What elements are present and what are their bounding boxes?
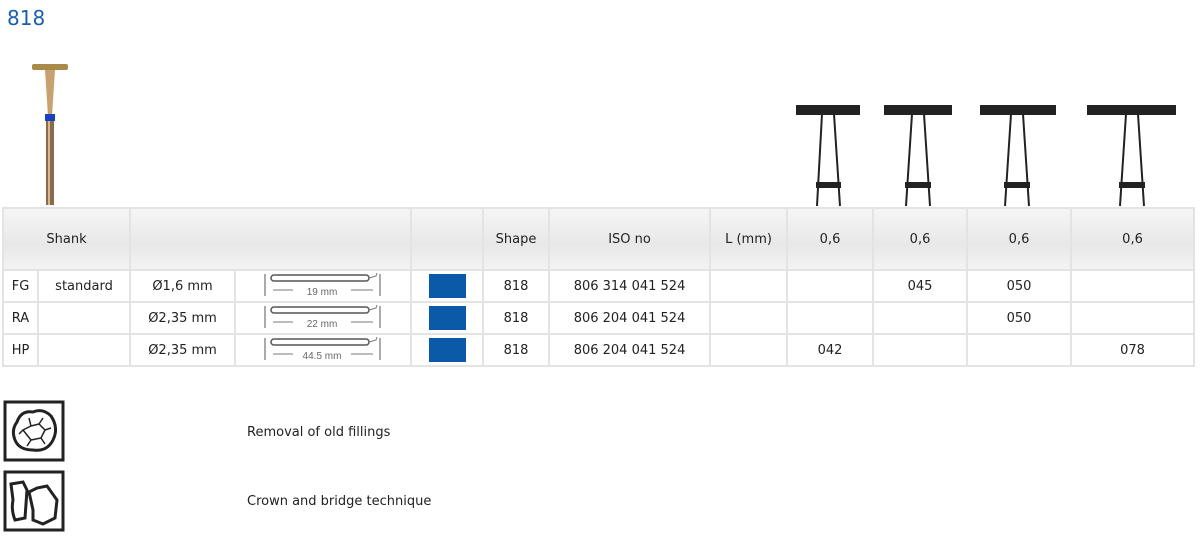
table-row: HP Ø2,35 mm 44.5 mm 818 806 204 041 524 …: [2, 333, 1196, 367]
size-code: 050: [966, 269, 1073, 303]
shape: 818: [482, 269, 551, 303]
size-code: 078: [1070, 333, 1196, 367]
shank-type: RA: [2, 301, 39, 335]
size-code: [786, 269, 875, 303]
length-mm: [709, 301, 789, 335]
table-row: RA Ø2,35 mm 22 mm 818 806 204 041 524 05…: [2, 301, 1196, 335]
iso-number: 806 204 041 524: [548, 333, 712, 367]
header-size-4: 0,6: [1070, 207, 1196, 271]
shape-diagram-2: [884, 105, 952, 207]
length-mm: [709, 333, 789, 367]
header-row: Shank Shape ISO no L (mm) 0,6 0,6 0,6 0,…: [1, 207, 1196, 271]
size-code: 045: [872, 269, 969, 303]
shank-variant: [36, 333, 132, 367]
size-code: [966, 333, 1073, 367]
old-fillings-icon: [3, 400, 65, 462]
shank-diagram: 22 mm: [234, 301, 413, 335]
indication-label: Removal of old fillings: [247, 425, 391, 440]
header-size-3: 0,6: [966, 207, 1073, 271]
size-code: [1070, 269, 1196, 303]
shank-type: FG: [2, 269, 39, 303]
header-iso: ISO no: [548, 207, 712, 271]
header-color: [410, 207, 485, 271]
page-title: 818: [7, 6, 46, 30]
size-code: [1070, 301, 1196, 335]
shank-length: 19 mm: [307, 287, 338, 297]
head-size-diagrams: [796, 105, 1176, 207]
shank-variant: standard: [36, 269, 132, 303]
shank-diagram: 19 mm: [234, 269, 413, 303]
iso-number: 806 314 041 524: [548, 269, 712, 303]
color-swatch: [428, 306, 466, 330]
size-code: [786, 301, 875, 335]
size-code: 050: [966, 301, 1073, 335]
color-code: [410, 301, 485, 335]
shank-type: HP: [2, 333, 39, 367]
crown-bridge-icon: [3, 470, 65, 532]
size-code: [872, 333, 969, 367]
shape: 818: [482, 301, 551, 335]
shank-diameter: Ø2,35 mm: [129, 301, 237, 335]
shape-diagram-4: [1087, 105, 1176, 207]
color-swatch: [428, 274, 466, 298]
shank-diagram: 44.5 mm: [234, 333, 413, 367]
shape-diagram-3: [980, 105, 1056, 207]
color-code: [410, 269, 485, 303]
shank-variant: [36, 301, 132, 335]
bur-image: [32, 64, 68, 205]
header-size-1: 0,6: [786, 207, 875, 271]
shank-diameter: Ø1,6 mm: [129, 269, 237, 303]
indication-label: Crown and bridge technique: [247, 494, 432, 509]
size-code: [872, 301, 969, 335]
shank-diameter: Ø2,35 mm: [129, 333, 237, 367]
header-blank: [129, 207, 413, 271]
header-shank: Shank: [1, 207, 132, 271]
color-swatch: [428, 338, 466, 362]
header-shape: Shape: [482, 207, 551, 271]
shank-length: 44.5 mm: [303, 351, 342, 361]
product-table: Shank Shape ISO no L (mm) 0,6 0,6 0,6 0,…: [1, 207, 1196, 367]
shank-length: 22 mm: [307, 319, 338, 329]
header-length: L (mm): [709, 207, 789, 271]
shape: 818: [482, 333, 551, 367]
table-row: FG standard Ø1,6 mm 19 mm 818 806 314 04…: [2, 269, 1196, 303]
size-code: 042: [786, 333, 875, 367]
iso-number: 806 204 041 524: [548, 301, 712, 335]
shape-diagram-1: [796, 105, 860, 207]
length-mm: [709, 269, 789, 303]
color-code: [410, 333, 485, 367]
header-size-2: 0,6: [872, 207, 969, 271]
